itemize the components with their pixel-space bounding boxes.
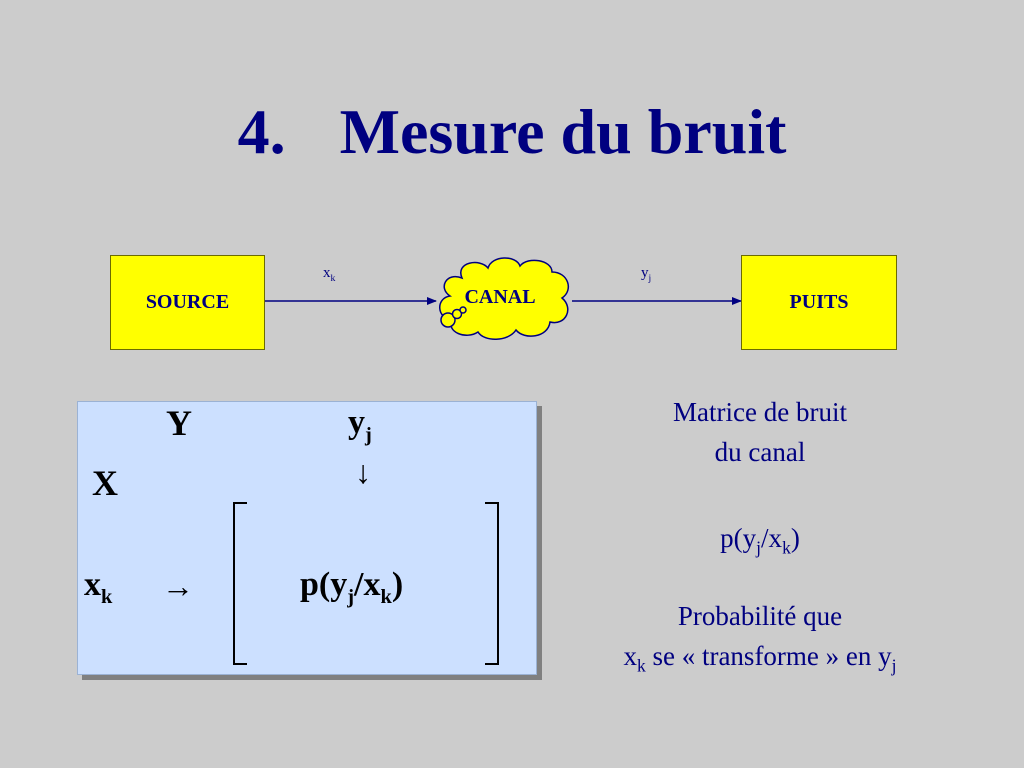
side-formula: p(yj/xk) [720,523,800,558]
output-symbol-label: yj [641,265,652,284]
slide-title-number: 4. [237,96,286,167]
sink-label: PUITS [789,291,849,313]
matrix-left-bracket [233,502,247,665]
matrix-col-header: Y [166,403,192,443]
matrix-row-symbol: xk [84,566,113,608]
side-heading: Matrice de bruit du canal [560,392,960,472]
matrix-row-header: X [92,463,118,503]
channel-label: CANAL [464,286,536,308]
matrix-right-bracket [485,502,499,665]
side-description-line1: Probabilité que [677,601,843,631]
sink-box: PUITS [741,255,897,350]
source-label: SOURCE [145,291,230,313]
side-description: Probabilité que xk se « transforme » en … [560,596,960,685]
side-description-line2: xk se « transforme » en yj [623,641,897,676]
matrix-entry: p(yj/xk) [300,566,404,608]
matrix-col-symbol: yj [348,404,372,446]
side-heading-line1: Matrice de bruit [673,397,847,427]
cloud-icon [439,257,570,340]
noise-matrix-panel: Y yj ↓ X xk → p(yj/xk) [77,401,537,675]
source-box: SOURCE [110,255,265,350]
input-symbol-label: xk [323,265,336,284]
side-heading-line2: du canal [714,437,806,467]
slide-title-text: Mesure du bruit [339,96,787,167]
slide-title: 4. Mesure du bruit [0,92,1024,172]
row-right-arrow-icon: → [162,568,194,604]
col-down-arrow-icon: ↓ [355,454,371,490]
